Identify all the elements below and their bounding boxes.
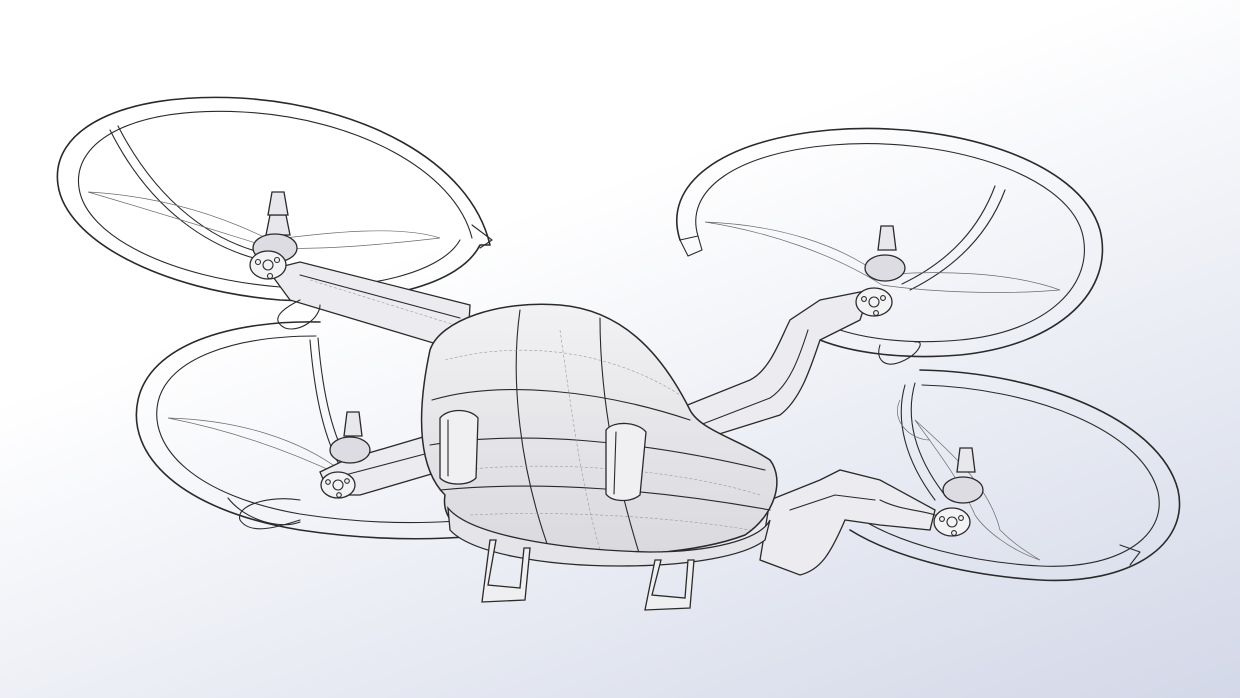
propeller-front-right bbox=[704, 221, 1061, 293]
arm-front-left bbox=[266, 261, 471, 346]
arm-front-right bbox=[679, 289, 921, 441]
prop-guard-front-right[interactable] bbox=[675, 127, 1104, 358]
prop-guard-rear-right[interactable] bbox=[849, 369, 1181, 582]
strap-clip-right bbox=[605, 422, 647, 502]
landing-leg-right bbox=[644, 559, 695, 611]
motor-front-right[interactable] bbox=[855, 225, 906, 317]
motor-front-left[interactable] bbox=[249, 191, 298, 280]
drone-body-shell[interactable] bbox=[420, 303, 778, 557]
landing-leg-left bbox=[481, 539, 531, 603]
motor-rear-right[interactable] bbox=[933, 447, 984, 537]
motor-rear-left[interactable] bbox=[320, 411, 371, 499]
propeller-front-left bbox=[87, 191, 441, 249]
strap-clip-left bbox=[439, 409, 479, 485]
arm-rear-right bbox=[759, 469, 936, 576]
